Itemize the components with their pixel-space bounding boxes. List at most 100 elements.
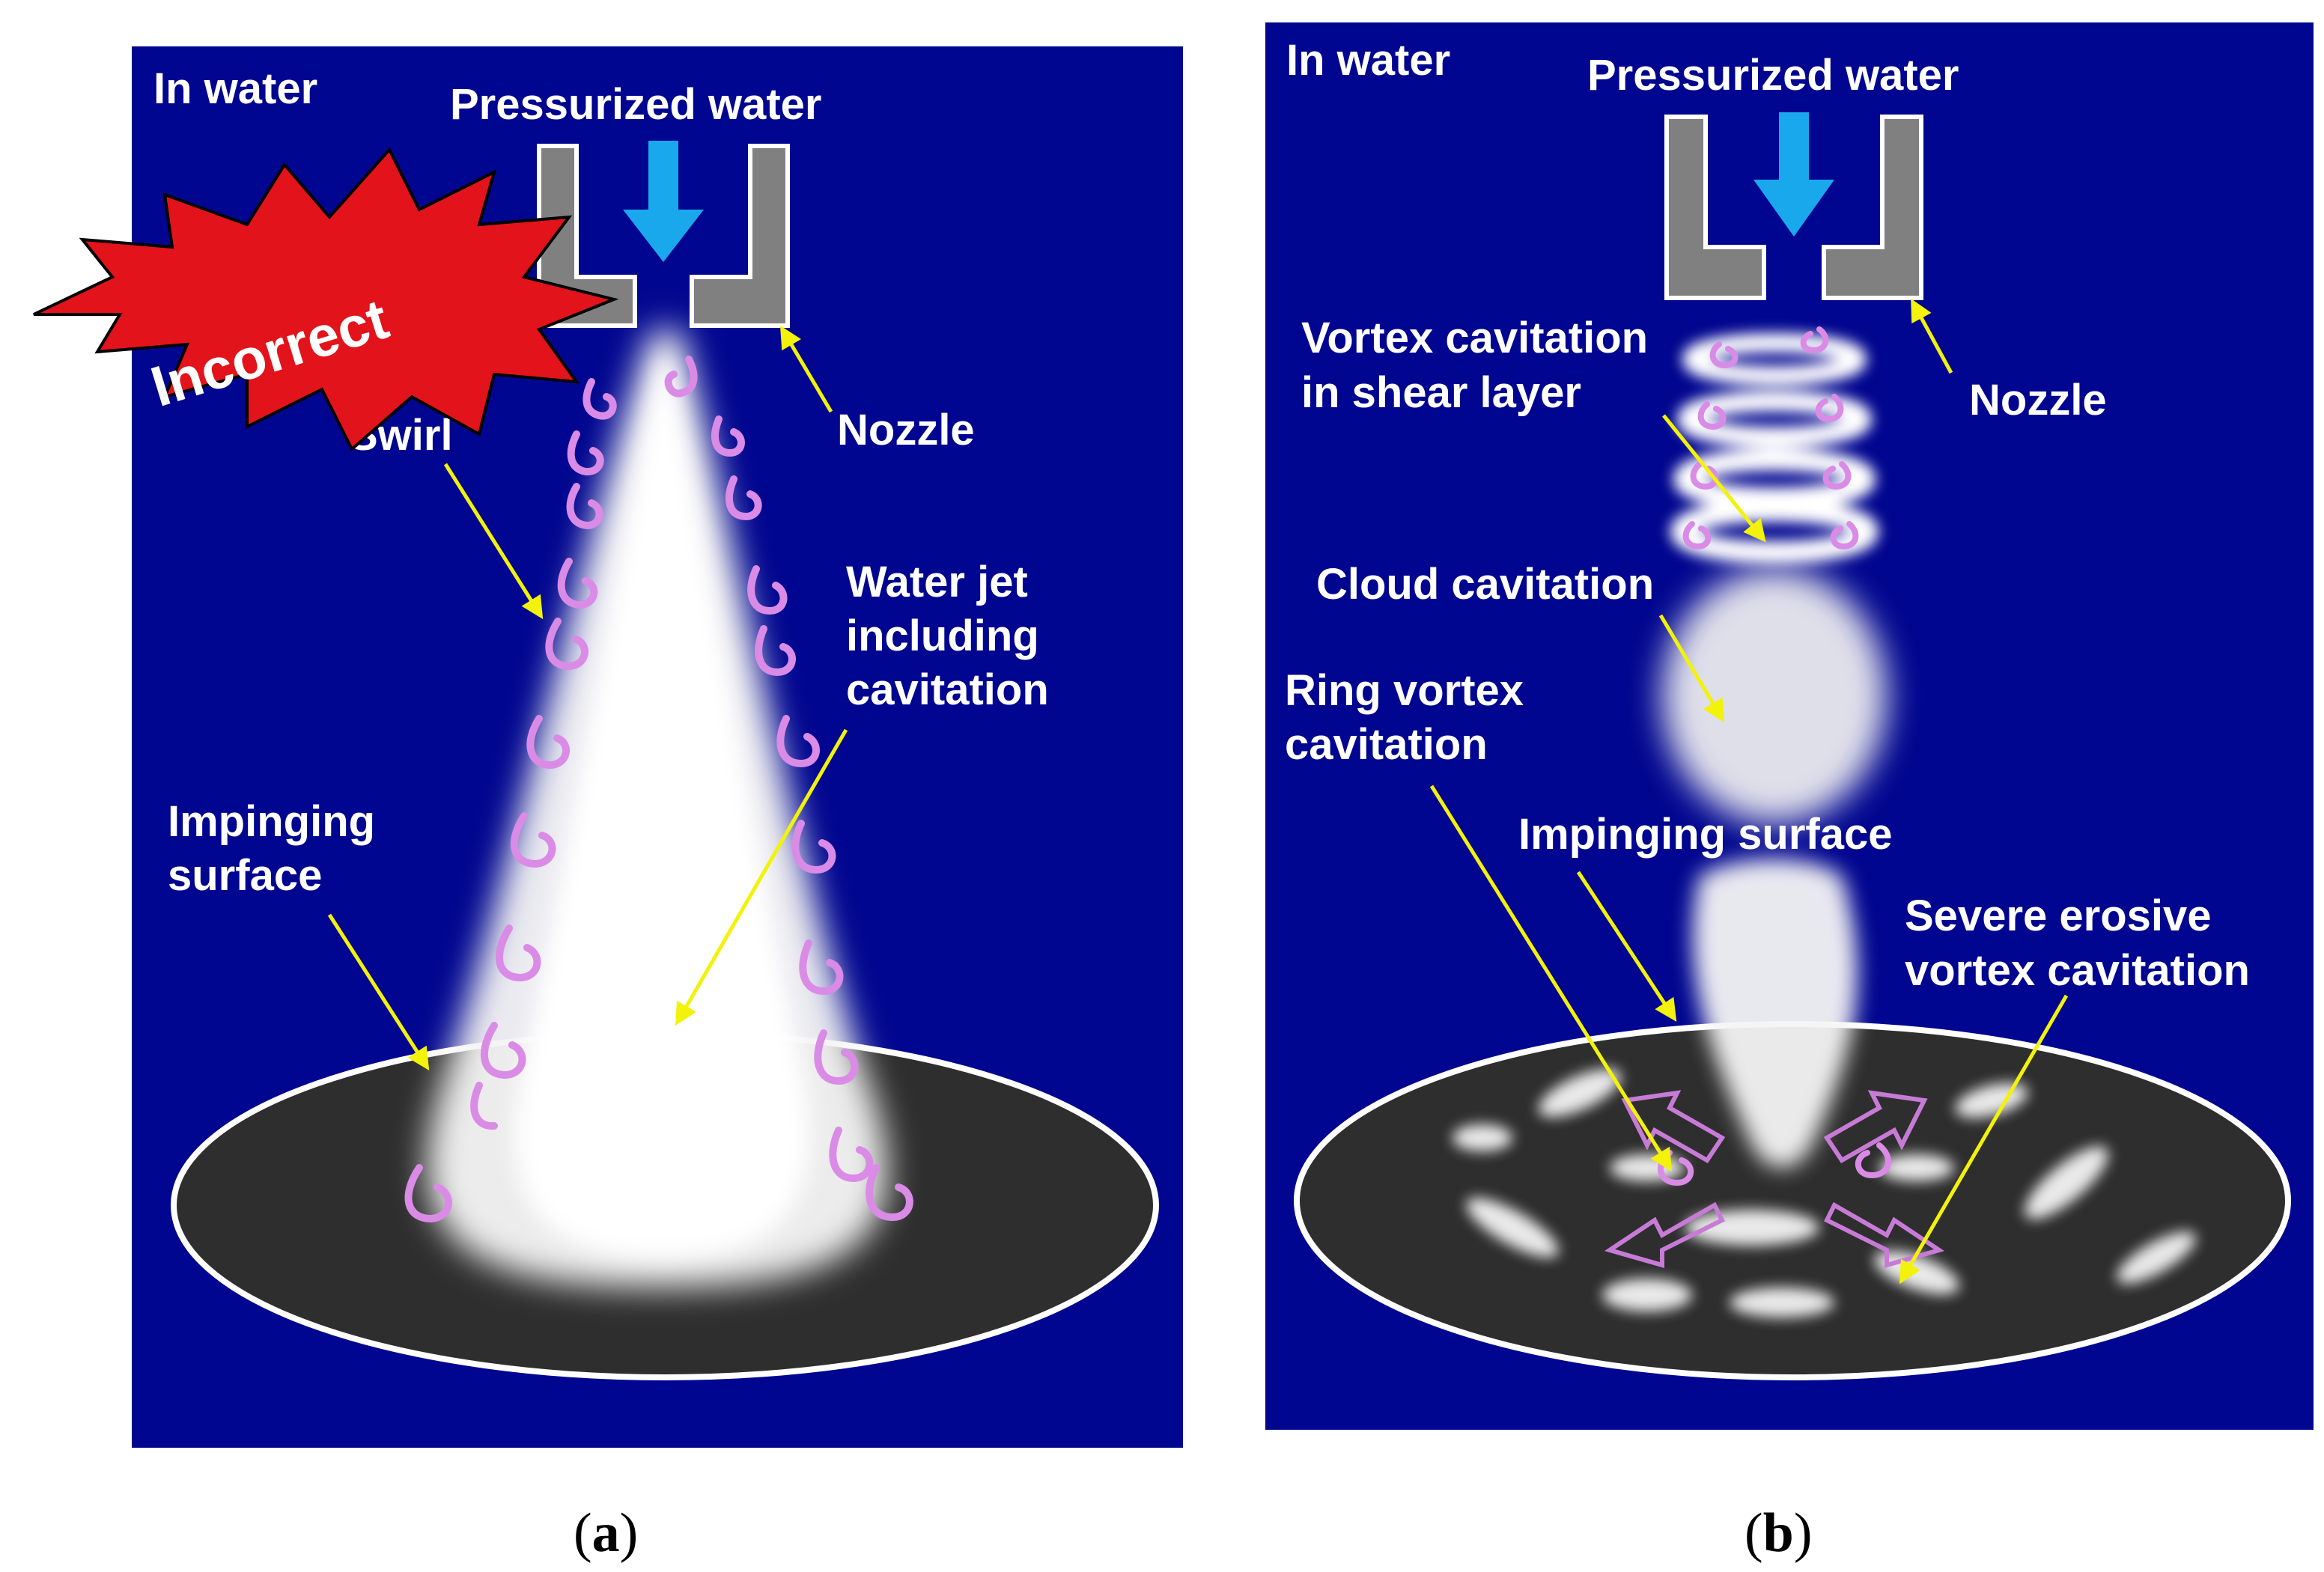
panel-a-water-jet-label-line2: including [846,612,1039,660]
panel-b-in-water-label: In water [1286,36,1450,85]
swirl-mark [567,430,604,475]
outward-arrow [1604,1201,1726,1268]
panel-a-water-jet-label-line1: Water jet [846,558,1028,606]
impinging-leader [1576,871,1677,1023]
panel-b-vortex-shear-label-line2: in shear layer [1301,368,1581,417]
panel-b-nozzle-label: Nozzle [1969,376,2107,424]
swirl-mark [1682,521,1712,550]
swirl-mark [557,558,598,609]
panel-a: In water Pressurized water Nozzle Swirl … [33,46,1183,1448]
vortex-ring [1682,333,1867,386]
swirl-mark [829,1127,874,1183]
panel-b-nozzle-right-wall [1822,115,1923,300]
swirl-leader [443,463,544,620]
panel-b-severe-label-line2: vortex cavitation [1905,946,2250,995]
water-jet-leader [675,728,848,1026]
swirl-mark [711,415,745,457]
swirl-mark [814,1029,859,1085]
caption-close-paren: ) [1794,1502,1813,1564]
caption-letter: b [1763,1502,1794,1564]
swirl-mark [725,475,762,521]
nozzle-leader [1911,298,1953,374]
swirl-mark [1697,401,1727,430]
panel-b-nozzle [1664,115,1923,300]
surface-streak [1466,1198,1559,1258]
panel-a-water-jet-core [515,359,810,1258]
caption-letter: a [592,1502,620,1564]
surface-streak [2117,1231,2196,1284]
panel-b-flow-arrow [1753,112,1834,237]
panel-a-impinging-label-line2: surface [168,851,322,900]
swirl-mark [1830,521,1859,550]
panel-a-incorrect-stamp: Incorrect [33,147,619,452]
swirl-mark [866,1164,913,1222]
panel-b-ring-vortex-label-line2: cavitation [1285,720,1488,769]
outward-arrow [1621,1090,1726,1163]
swirl-mark [1855,1142,1891,1179]
panel-b-lower-plume [1692,859,1858,1168]
cloud-leader [1658,614,1725,723]
panel-a-in-water-label: In water [153,64,317,113]
swirl-mark [1690,461,1719,490]
swirl-mark [526,715,570,770]
panel-b-leader-lines [1429,298,2069,1285]
caption-close-paren: ) [620,1502,639,1564]
stamp-burst [33,147,619,452]
caption-open-paren: ( [574,1502,592,1564]
swirl-mark [755,625,796,677]
vortex-ring [1670,499,1879,564]
panel-b-caption: (b) [1744,1502,1812,1564]
vortex-ring [1677,391,1872,448]
surface-streak [1730,1288,1834,1317]
surface-streak [1452,1124,1512,1151]
panel-a-caption: (a) [574,1502,638,1564]
severe-leader [1899,994,2069,1285]
surface-streak [2025,1146,2108,1219]
swirl-mark [582,378,617,420]
swirl-mark [496,924,541,982]
panel-b-cloud-label: Cloud cavitation [1316,560,1654,609]
swirl-mark [799,939,844,996]
vortex-shear-leader [1662,414,1766,543]
panel-b-cloud-cavitation [1662,569,1887,823]
panel-b: In water Pressurized water Nozzle Vortex… [1265,22,2314,1430]
swirl-mark [1800,326,1829,354]
panel-b-severe-label-line1: Severe erosive [1905,892,2212,940]
panel-b-impinging-label: Impinging surface [1518,810,1893,859]
panel-a-water-jet-label-line3: cavitation [846,665,1049,714]
surface-streak [1879,1154,1954,1181]
panel-b-ring-vortex-label-line1: Ring vortex [1285,666,1524,715]
outward-arrow [1823,1090,1928,1163]
impinging-leader [327,913,430,1071]
surface-streak [1610,1154,1685,1181]
panel-b-vortex-swirls [1658,326,1891,1186]
swirl-mark [776,715,820,768]
swirl-mark [791,820,836,874]
swirl-mark [470,1082,498,1130]
panel-a-pressurized-water-label: Pressurized water [450,80,821,129]
panel-b-pressurized-water-label: Pressurized water [1587,51,1959,100]
swirl-mark [747,565,788,615]
panel-b-vortex-shear-label-line1: Vortex cavitation [1301,314,1648,362]
panel-a-nozzle [537,144,790,328]
panel-a-flow-arrow [623,141,704,262]
surface-streak [1685,1210,1819,1246]
swirl-mark [1709,341,1739,369]
panel-b-nozzle-left-wall [1664,115,1766,300]
swirl-mark [566,483,603,530]
caption-open-paren: ( [1744,1502,1763,1564]
swirl-mark [1822,461,1852,490]
surface-streak [1538,1068,1622,1118]
ring-vortex-leader [1429,785,1673,1172]
swirl-mark [1815,394,1844,423]
panel-a-swirl-marks [404,356,913,1223]
swirl-mark [481,1022,526,1079]
surface-streak [1602,1279,1692,1311]
swirl-mark [664,356,698,397]
panel-a-impinging-label-line1: Impinging [168,797,375,846]
nozzle-leader [779,325,833,413]
swirl-mark [404,1164,452,1223]
swirl-mark [545,618,588,671]
panel-a-leader-lines [327,325,848,1071]
